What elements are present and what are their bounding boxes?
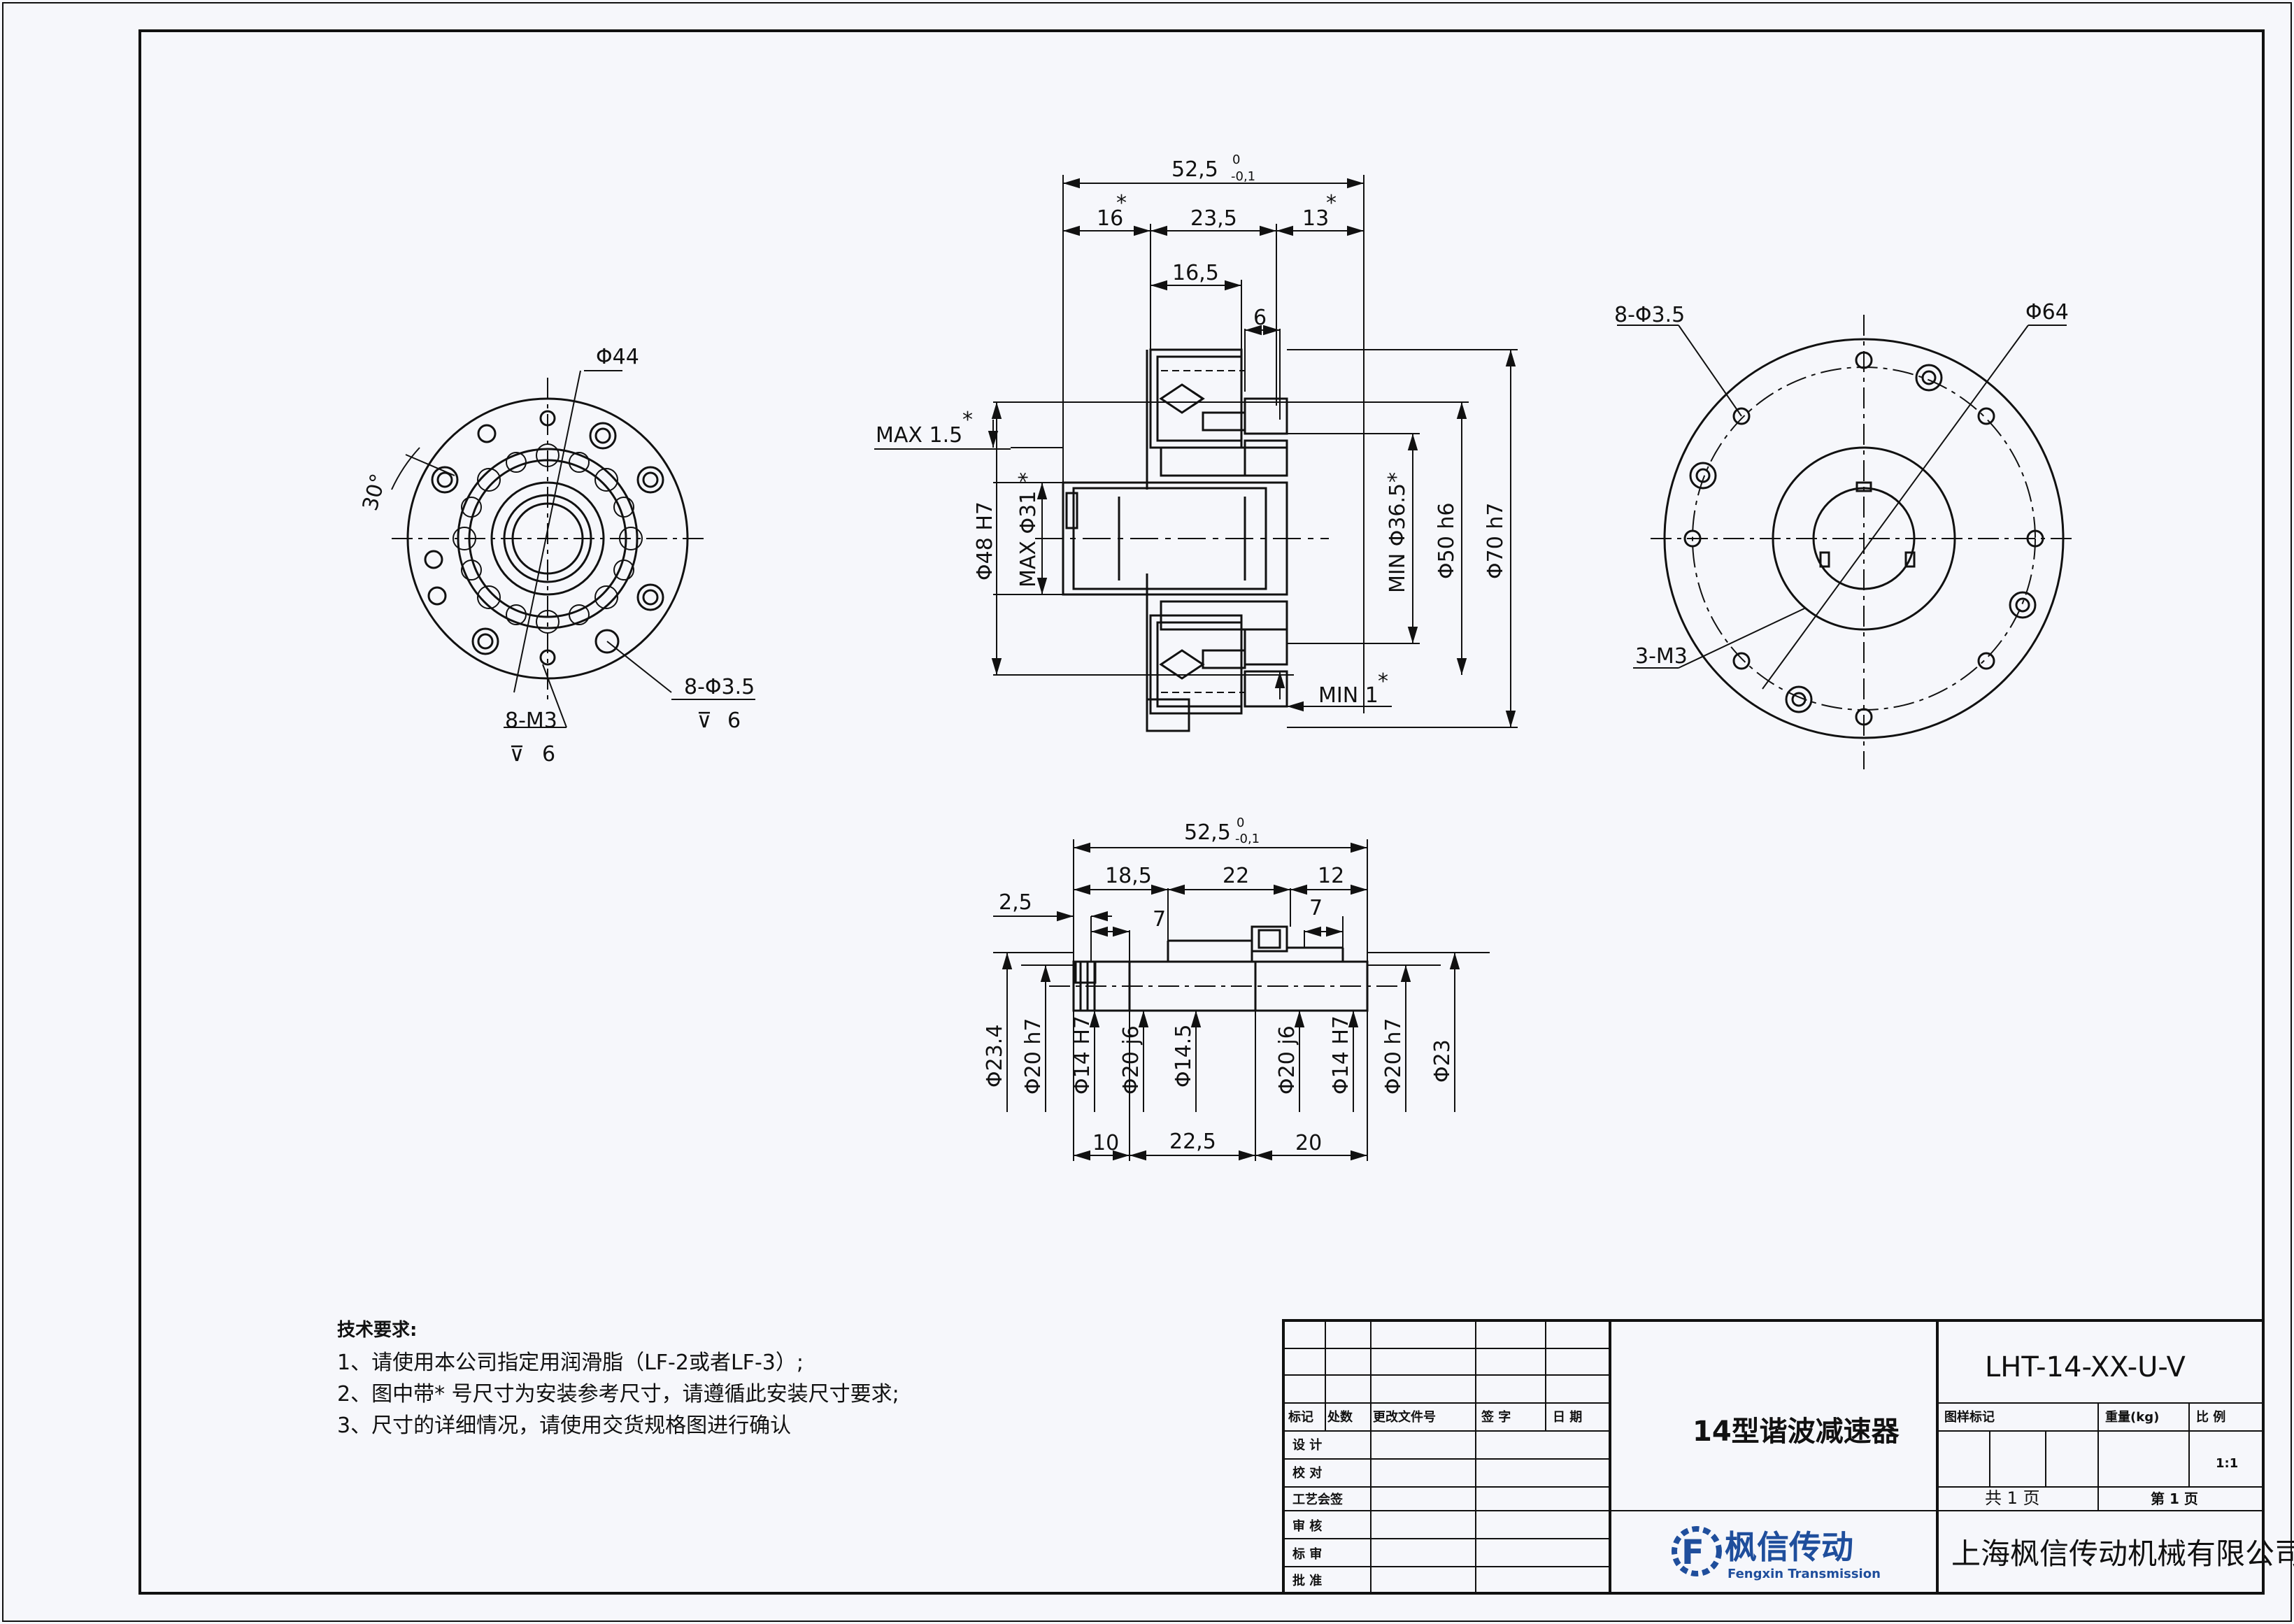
role-std: 标 审 bbox=[1292, 1546, 1322, 1562]
role-process: 工艺会签 bbox=[1292, 1492, 1344, 1507]
sec-star-max: * bbox=[962, 408, 973, 432]
shaft-dim-dia20j6a: Φ20 j6 bbox=[1119, 1025, 1144, 1095]
technical-requirements: 技术要求: 1、请使用本公司指定用润滑脂（LF-2或者LF-3）; 2、图中带*… bbox=[337, 1320, 899, 1438]
shaft-dim-dia23: Φ23 bbox=[1430, 1039, 1455, 1083]
rev-header-count: 处数 bbox=[1327, 1409, 1353, 1425]
dim-holes-d35: 8-Φ3.5 bbox=[684, 675, 755, 699]
sheet-number: 第 1 页 bbox=[2151, 1490, 2198, 1507]
company-logo: F 枫信传动 Fengxin Transmission bbox=[1672, 1526, 1881, 1581]
section-view bbox=[874, 175, 1518, 732]
right-dim-dia64: Φ64 bbox=[2025, 300, 2069, 325]
tech-req-item-3: 3、尺寸的详细情况，请使用交货规格图进行确认 bbox=[337, 1413, 791, 1438]
approval-roles: 设 计 校 对 工艺会签 审 核 标 审 批 准 bbox=[1292, 1437, 1344, 1588]
revision-headers: 标记 处数 更改文件号 签 字 日 期 bbox=[1288, 1409, 1582, 1425]
depth-symbol-a: ⊽ bbox=[509, 742, 525, 767]
tech-req-title: 技术要求: bbox=[337, 1320, 417, 1341]
role-review: 审 核 bbox=[1292, 1518, 1322, 1534]
shaft-dim-7a: 7 bbox=[1153, 907, 1166, 932]
sec-dim-total: 52,5 bbox=[1171, 157, 1218, 182]
attr-header-scale: 比 例 bbox=[2196, 1409, 2225, 1425]
logo-en: Fengxin Transmission bbox=[1727, 1567, 1881, 1581]
rev-header-sign: 签 字 bbox=[1481, 1409, 1511, 1425]
sec-dim-tol-upper: 0 bbox=[1232, 152, 1240, 167]
role-check: 校 对 bbox=[1292, 1465, 1322, 1481]
attr-header-weight: 重量(kg) bbox=[2105, 1409, 2159, 1425]
tech-req-item-2: 2、图中带* 号尺寸为安装参考尺寸，请遵循此安装尺寸要求; bbox=[337, 1382, 899, 1406]
sec-dim-max-1-5: MAX 1.5 bbox=[876, 423, 962, 448]
sec-dim-13: 13 bbox=[1302, 206, 1329, 231]
shaft-dim-10: 10 bbox=[1092, 1131, 1119, 1155]
attr-header-mark: 图样标记 bbox=[1944, 1409, 1995, 1425]
shaft-dim-dia20h7a: Φ20 h7 bbox=[1021, 1018, 1046, 1095]
sec-dim-dia36-5: MIN Φ36.5 bbox=[1385, 483, 1410, 593]
drawing-number: LHT-14-XX-U-V bbox=[1985, 1351, 2186, 1383]
dim-dia44: Φ44 bbox=[596, 345, 639, 369]
right-end-view bbox=[1617, 315, 2077, 769]
tech-req-item-1: 1、请使用本公司指定用润滑脂（LF-2或者LF-3）; bbox=[337, 1351, 804, 1375]
sec-dim-min-1: MIN 1 bbox=[1318, 683, 1378, 708]
rev-header-mark: 标记 bbox=[1288, 1409, 1313, 1425]
scale-value: 1:1 bbox=[2216, 1456, 2238, 1471]
inner-border bbox=[138, 29, 2265, 1595]
sec-star-13: * bbox=[1326, 191, 1337, 215]
dim-angle: 30° bbox=[358, 471, 392, 513]
role-design: 设 计 bbox=[1292, 1437, 1322, 1453]
right-dim-m3: 3-M3 bbox=[1635, 644, 1688, 669]
shaft-view bbox=[993, 839, 1490, 1161]
shaft-dim-2-5: 2,5 bbox=[999, 890, 1032, 915]
sec-dim-dia31: MAX Φ31 bbox=[1016, 491, 1041, 587]
dim-holes-m3-depth: 6 bbox=[542, 742, 555, 767]
shaft-dim-20: 20 bbox=[1295, 1131, 1322, 1155]
shaft-dim-dia14h7b: Φ14 H7 bbox=[1329, 1016, 1353, 1095]
sec-dim-6: 6 bbox=[1253, 306, 1267, 330]
rev-header-date: 日 期 bbox=[1553, 1410, 1582, 1425]
shaft-dim-tol-upper: 0 bbox=[1237, 815, 1244, 830]
sec-dim-tol-lower: -0,1 bbox=[1231, 169, 1255, 184]
sec-dim-dia48: Φ48 H7 bbox=[973, 501, 997, 580]
shaft-dim-22: 22 bbox=[1223, 864, 1249, 888]
sec-dim-16: 16 bbox=[1097, 206, 1123, 231]
rev-header-doc: 更改文件号 bbox=[1373, 1409, 1436, 1425]
title-block bbox=[1282, 1319, 2265, 1595]
shaft-dim-dia20h7b: Φ20 h7 bbox=[1381, 1018, 1406, 1095]
product-name: 14型谐波减速器 bbox=[1693, 1416, 1900, 1448]
sec-star-36: * bbox=[1384, 472, 1409, 483]
logo-mark: F bbox=[1681, 1533, 1704, 1572]
shaft-dim-22-5: 22,5 bbox=[1169, 1130, 1216, 1154]
shaft-dim-dia20j6b: Φ20 j6 bbox=[1275, 1025, 1299, 1095]
sec-dim-dia70: Φ70 h7 bbox=[1483, 503, 1508, 579]
shaft-dim-total: 52,5 bbox=[1184, 820, 1231, 845]
left-end-view bbox=[391, 370, 755, 728]
shaft-dim-dia14h7a: Φ14 H7 bbox=[1070, 1016, 1095, 1095]
depth-symbol-b: ⊽ bbox=[697, 708, 712, 733]
shaft-dim-18-5: 18,5 bbox=[1105, 864, 1152, 888]
role-approve: 批 准 bbox=[1292, 1573, 1322, 1588]
dim-holes-d35-depth: 6 bbox=[727, 708, 741, 733]
shaft-dim-7b: 7 bbox=[1309, 896, 1323, 920]
dim-holes-m3: 8-M3 bbox=[505, 708, 557, 733]
sec-star-16: * bbox=[1116, 191, 1127, 215]
sec-star-31: * bbox=[1015, 472, 1039, 483]
sec-dim-23-5: 23,5 bbox=[1190, 206, 1237, 231]
sec-dim-16-5: 16,5 bbox=[1172, 261, 1219, 285]
sheets-total: 共 1 页 bbox=[1985, 1488, 2040, 1508]
right-dim-holes: 8-Φ3.5 bbox=[1614, 303, 1685, 327]
gear-icon bbox=[1672, 1526, 1722, 1576]
sec-dim-dia50: Φ50 h6 bbox=[1434, 503, 1459, 579]
company-name: 上海枫信传动机械有限公司 bbox=[1951, 1537, 2294, 1571]
logo-text: 枫信传动 bbox=[1725, 1528, 1853, 1566]
shaft-dim-tol-lower: -0,1 bbox=[1235, 832, 1260, 846]
sec-star-min: * bbox=[1378, 669, 1388, 694]
shaft-dim-dia23-4: Φ23.4 bbox=[983, 1025, 1007, 1088]
shaft-dim-12: 12 bbox=[1318, 864, 1344, 888]
shaft-dim-dia14-5: Φ14.5 bbox=[1171, 1025, 1196, 1088]
